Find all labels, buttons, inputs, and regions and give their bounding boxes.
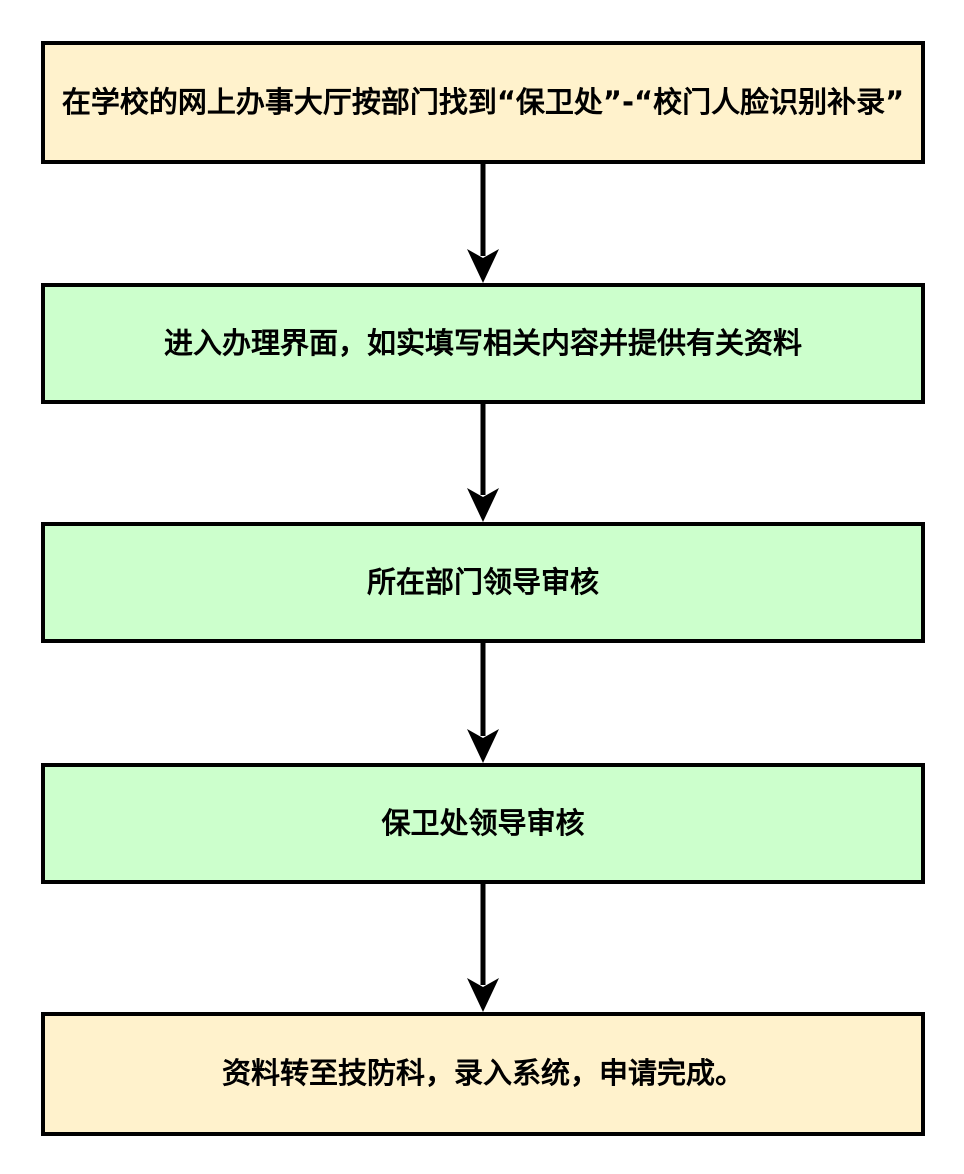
arrow-down-icon [467,643,499,763]
flow-step-department-review: 所在部门领导审核 [41,522,925,643]
flow-step-complete: 资料转至技防科，录入系统，申请完成。 [41,1012,925,1136]
arrow-down-icon [467,164,499,283]
flow-step-fill-form: 进入办理界面，如实填写相关内容并提供有关资料 [41,283,925,404]
flow-step-label: 所在部门领导审核 [366,564,599,599]
flow-step-find-service: 在学校的网上办事大厅按部门找到“保卫处”-“校门人脸识别补录” [41,41,925,164]
flow-step-label: 保卫处领导审核 [381,805,585,840]
flow-step-label: 资料转至技防科，录入系统，申请完成。 [221,1056,744,1091]
flow-step-security-office-review: 保卫处领导审核 [41,763,925,884]
flow-step-label: 进入办理界面，如实填写相关内容并提供有关资料 [163,325,802,360]
arrow-down-icon [467,884,499,1012]
flow-step-label: 在学校的网上办事大厅按部门找到“保卫处”-“校门人脸识别补录” [61,84,905,119]
arrow-down-icon [467,404,499,522]
